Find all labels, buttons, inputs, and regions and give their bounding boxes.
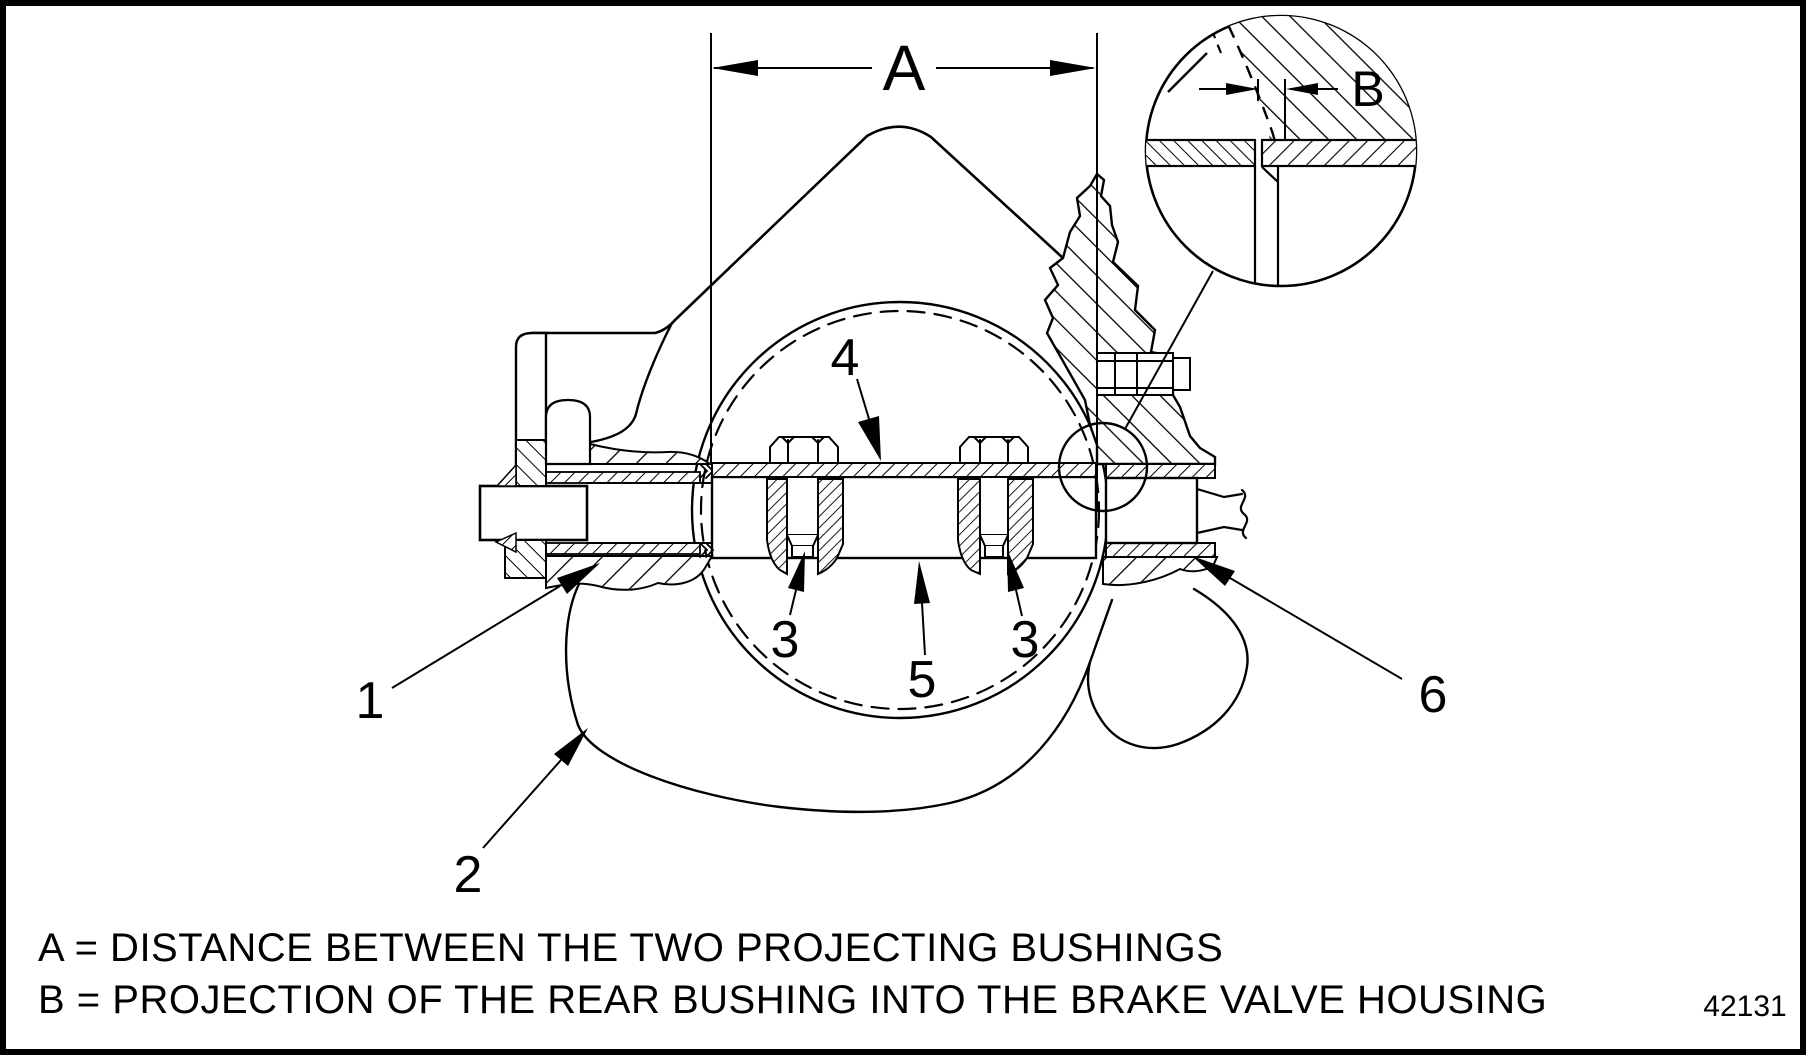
callout-4-label: 4 <box>831 329 860 387</box>
bolt-right <box>959 436 1029 558</box>
figure-number: 42131 <box>1703 990 1786 1023</box>
callout-5: 5 <box>908 561 937 709</box>
dim-b-arrow-left-icon <box>1226 83 1258 95</box>
detail-leader-line <box>1124 270 1214 430</box>
tube-lower-wall <box>545 542 701 555</box>
dim-b-arrow-right-icon <box>1286 83 1318 95</box>
bolt-left-hex-head <box>769 436 839 464</box>
callout-6: 6 <box>1192 556 1447 724</box>
dimension-a <box>710 33 1098 512</box>
callout-6-label: 6 <box>1419 666 1448 724</box>
legend: A = DISTANCE BETWEEN THE TWO PROJECTING … <box>38 926 1547 1022</box>
dimension-a-label: A <box>883 32 926 104</box>
callout-4-arrow-icon <box>858 416 881 461</box>
housing-bowl-lobe <box>1086 587 1249 750</box>
main-section-view <box>478 125 1249 814</box>
callout-2: 2 <box>454 728 588 904</box>
bracket-plate-strip <box>711 462 1097 478</box>
callout-4: 4 <box>831 329 881 461</box>
detail-hidden-edge <box>1217 16 1278 149</box>
weld-fillet-upper <box>495 463 517 487</box>
detail-tube-walls <box>1253 166 1280 286</box>
housing-front-edge <box>589 321 674 444</box>
detail-plate-band-right <box>1260 138 1416 168</box>
callout-3-left-label: 3 <box>771 611 800 669</box>
callout-3-right-arrow-icon <box>1007 549 1024 592</box>
housing-bowl-outline <box>564 582 1114 814</box>
dim-a-arrow-left-icon <box>712 60 758 76</box>
dim-a-arrow-right-icon <box>1050 60 1096 76</box>
callout-3-left: 3 <box>771 551 805 669</box>
plate-boss <box>544 398 592 466</box>
detail-plate-band-left <box>1146 138 1257 168</box>
left-bushing <box>478 484 589 542</box>
tube-upper-wall <box>545 471 701 484</box>
housing-plug-fitting <box>1096 352 1191 396</box>
callout-2-arrow-icon <box>554 728 588 766</box>
legend-line-a: A = DISTANCE BETWEEN THE TWO PROJECTING … <box>38 926 1223 970</box>
callout-1-arrow-icon <box>557 563 600 594</box>
housing-hatch-above-tube <box>589 442 714 465</box>
weld-fillet-lower <box>494 531 517 554</box>
shaft-break-line <box>1239 488 1249 540</box>
mounting-plate <box>494 331 548 579</box>
callout-6-arrow-icon <box>1192 556 1235 586</box>
bolt-left <box>769 436 839 558</box>
callout-3-right: 3 <box>1007 549 1039 669</box>
legend-line-b: B = PROJECTION OF THE REAR BUSHING INTO … <box>38 978 1547 1022</box>
callout-1-label: 1 <box>356 672 385 730</box>
bolt-boss-right <box>957 478 1034 576</box>
dimension-b-label: B <box>1351 61 1384 117</box>
dimension-b <box>1199 79 1338 139</box>
housing-top-outline <box>530 125 1065 335</box>
callout-2-label: 2 <box>454 846 483 904</box>
right-bushing <box>1104 463 1249 558</box>
callout-5-arrow-icon <box>914 561 930 604</box>
callout-1: 1 <box>356 563 600 730</box>
bolt-boss-left <box>766 478 844 576</box>
shaft-neck <box>1195 487 1244 535</box>
callout-3-left-arrow-icon <box>788 551 805 592</box>
bolt-right-hex-head <box>959 436 1029 464</box>
detail-reference-circle <box>1057 421 1149 513</box>
callout-5-label: 5 <box>908 651 937 709</box>
callout-3-right-label: 3 <box>1011 611 1040 669</box>
